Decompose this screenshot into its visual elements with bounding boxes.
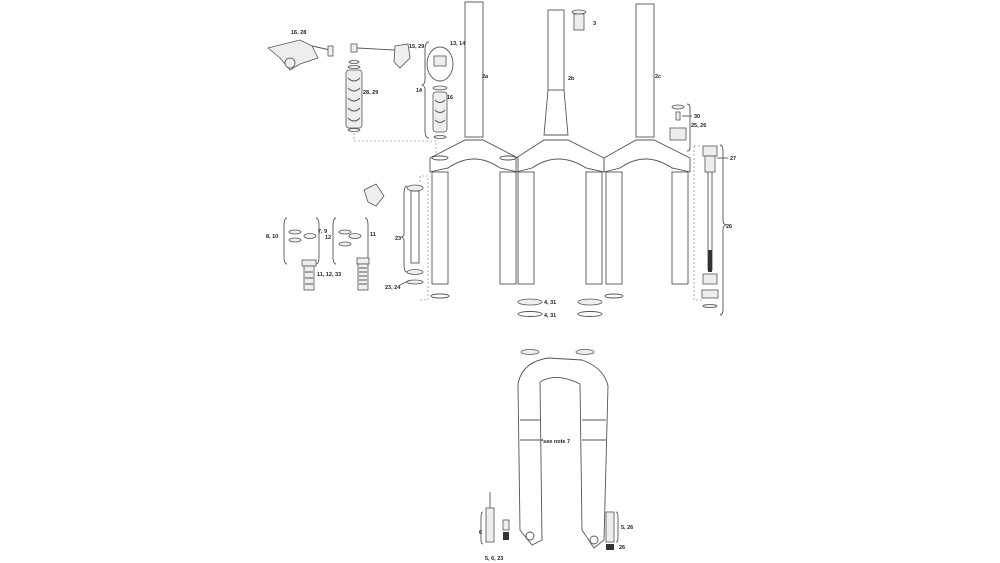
damper-assembly: [693, 144, 728, 316]
label-top-cap-2c: 25, 26: [691, 123, 706, 129]
label-left-cartridge: 11, 12, 33: [317, 272, 341, 278]
label-right-bolt: 26: [619, 545, 625, 551]
seals: [430, 293, 624, 317]
label-remote-lever: 16, 28: [291, 30, 306, 36]
label-rod-assembly: 23: [395, 236, 401, 242]
label-middle-group-side: 11: [370, 232, 376, 238]
rod-assembly: [399, 175, 429, 301]
label-middle-group: 12: [325, 235, 331, 241]
label-shaft-bottom: 5, 6, 23: [485, 556, 503, 562]
air-spring: [420, 41, 454, 139]
label-crown-2c: 2c: [655, 74, 661, 80]
left-valve-group: [283, 217, 320, 291]
label-left-group-side: 7, 9: [318, 229, 327, 235]
label-air-spring: 16: [447, 95, 453, 101]
label-shaft: 6: [479, 530, 482, 536]
label-damper-top: 27: [730, 156, 736, 162]
lower-legs: [517, 349, 609, 549]
crown-steerer-2c: [603, 3, 691, 285]
remote-lever: [267, 39, 334, 71]
label-seal-upper: 4, 31: [544, 300, 556, 306]
label-crown-2a: 2a: [482, 74, 489, 80]
label-rod-seals: 23, 24: [385, 285, 401, 291]
label-air-spring-bracket: 14: [416, 88, 423, 94]
middle-valve-group: [332, 183, 385, 291]
crown-steerer-2a: [429, 1, 519, 285]
label-seal-lower: 4, 31: [544, 313, 556, 319]
lower-hardware: [480, 492, 619, 550]
top-cap-assembly: [669, 103, 692, 152]
remote-cable: [350, 43, 411, 69]
label-top-cap: 13, 14: [450, 41, 466, 47]
crown-steerer-2b: [515, 9, 605, 285]
spring-cartridge: [345, 60, 363, 132]
label-right-shaft: 5, 26: [621, 525, 633, 531]
label-cap: 3: [593, 21, 596, 27]
label-spring-cartridge: 28, 29: [363, 90, 378, 96]
label-crown-2b: 2b: [568, 76, 575, 82]
cap-3: [571, 9, 587, 31]
label-damper-assembly: 26: [726, 224, 732, 230]
label-remote-cable: 15, 29: [409, 44, 424, 50]
label-note: *see note 7: [541, 439, 570, 445]
label-valve: 30: [694, 114, 700, 120]
label-left-group: 8, 10: [266, 234, 278, 240]
